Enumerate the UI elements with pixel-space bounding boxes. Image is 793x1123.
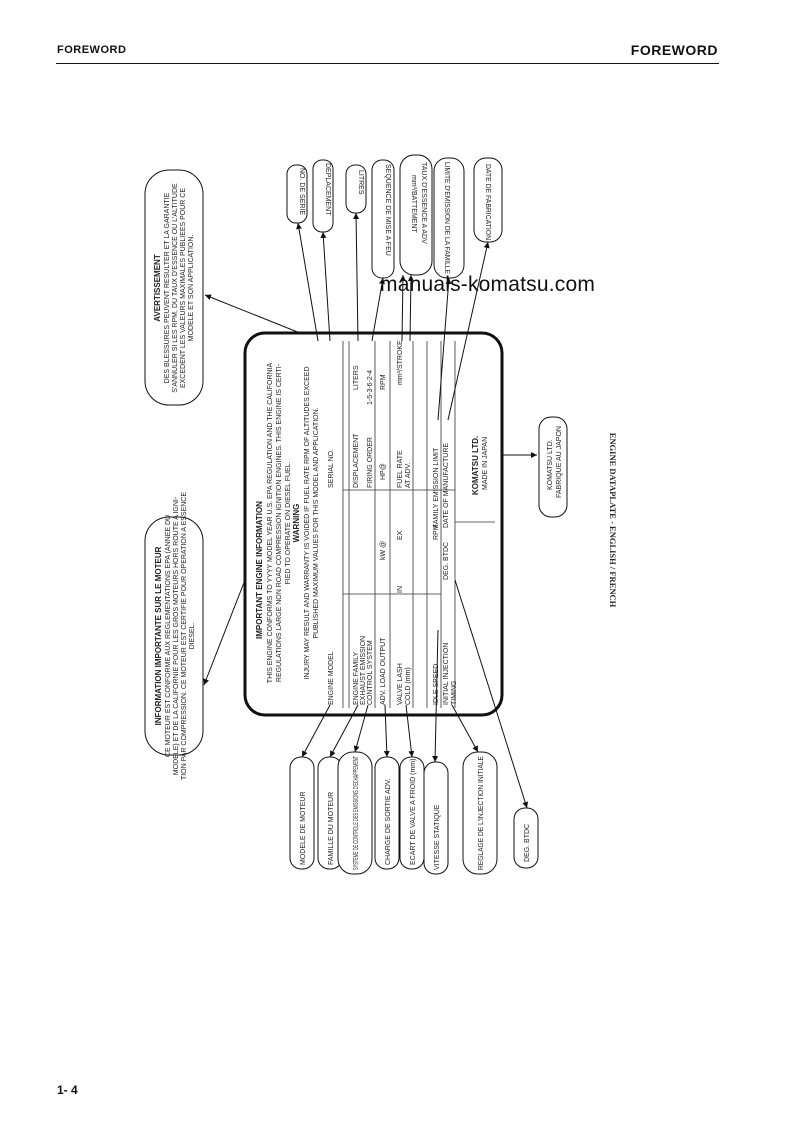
row-hp: HP@: [380, 463, 387, 480]
plate-line-1: THIS ENGINE CONFORMS TO YYYY MODEL YEAR …: [267, 362, 274, 683]
callout-displacement: DEPLACEMENT: [324, 163, 331, 216]
row-adv-load: ADV. LOAD OUTPUT: [380, 637, 387, 705]
callout-right-line-1: KOMATSU LTD.: [547, 439, 554, 490]
info-title: INFORMATION IMPORTANTE SUR LE MOTEUR: [154, 546, 163, 725]
row-mm-stroke: mm³/STROKE: [397, 340, 404, 385]
figure-caption: ENGINE DATAPLATE - ENGLISH / FRENCH: [608, 433, 618, 608]
row-made-in: MADE IN JAPAN: [482, 437, 489, 490]
callout-deg-btdc: DEG. BTDC: [524, 824, 531, 862]
info-line-4: DIESEL.: [189, 623, 196, 650]
row-in: IN: [397, 586, 404, 593]
row-ex: EX: [397, 530, 404, 540]
callout-exhaust-system: SYSTEME DE CONTROLE DES EMISSIONS D'ECHA…: [353, 756, 360, 870]
row-control-system: CONTROL SYSTEM: [367, 640, 374, 705]
callout-idle-speed: VITESSE STATIQUE: [434, 804, 441, 870]
plate-line-2: REGULATIONS LARGE NON ROAD COMPRESSION I…: [276, 363, 283, 682]
avert-line-3: EXCEDENT LES VALEURS MAXIMALES PUBLIEES …: [180, 188, 187, 388]
info-line-1: CE MOTEUR EST CONFORME AUX REGLEMENTATIO…: [165, 515, 172, 757]
header-left-title: FOREWORD: [57, 44, 127, 56]
callout-litres: LITRES: [357, 170, 364, 195]
plate-warning-1: INJURY MAY RESULT AND WARRANTY IS VOIDED…: [304, 367, 311, 680]
row-engine-model: ENGINE MODEL: [328, 651, 335, 705]
info-line-3: TION PAR COMPRESSION. CE MOTEUR EST CERT…: [181, 492, 188, 780]
row-initial-injection: INITIAL INJECTION: [443, 643, 450, 705]
callout-right-box: KOMATSU LTD. FABRIQUE AU JAPON: [538, 416, 568, 518]
callout-info-box: INFORMATION IMPORTANTE SUR LE MOTEUR CE …: [144, 492, 204, 780]
callout-engine-family: FAMILLE DU MOTEUR: [328, 792, 335, 865]
callout-firing-sequence: SEQUENCE DE MISE A FEU: [384, 164, 391, 256]
row-exhaust-emission: EXHAUST EMISSION: [360, 636, 367, 705]
engine-dataplate: IMPORTANT ENGINE INFORMATION THIS ENGINE…: [243, 331, 504, 717]
plate-warning-2: PUBLISHED MAXIMUM VALUES FOR THIS MODEL …: [313, 407, 320, 638]
row-kw: kW @: [380, 541, 387, 560]
callout-fuel-rate: TAUX D'ESSENCE A ADV: [420, 162, 427, 244]
row-firing-value: 1-5-3-6-2-4: [367, 370, 374, 405]
plate-warning-title: WARNING: [292, 504, 301, 543]
header-rule: [56, 63, 719, 64]
plate-line-3: FIED TO OPERATE ON DIESEL FUEL.: [285, 461, 292, 584]
row-timing: TIMING: [451, 681, 458, 706]
row-engine-family: ENGINE FAMILY: [353, 652, 360, 705]
callouts-bottom: MODELE DE MOTEUR FAMILLE DU MOTEUR SYSTE…: [289, 751, 539, 875]
row-rpm-2: RPM: [433, 524, 440, 540]
callout-date-manufacture: DATE DE FABRICATION: [484, 164, 491, 240]
page-number: 1- 4: [57, 1083, 78, 1097]
row-firing-order: FIRING ORDER: [367, 437, 374, 488]
row-company: KOMATSU LTD.: [471, 436, 480, 495]
header-right-title: FOREWORD: [630, 42, 718, 58]
callout-valve-lash: ECART DE VALVE A FROID (mm): [410, 759, 417, 865]
callout-mm-stroke: mm³/BATTEMENT: [410, 175, 417, 234]
row-displacement: DISPLACEMENT: [353, 433, 360, 488]
row-rpm: RPM: [380, 374, 387, 390]
callout-adv-load: CHARGE DE SORTIE ADV.: [385, 778, 392, 865]
callout-family-limit: LIMITE D'EMISSION DE LA FAMILLE: [443, 162, 450, 274]
avert-line-1: DES BLESSURES PEUVENT RESULTER ET LA GAR…: [164, 192, 171, 383]
info-line-2: MODELE) ET DE LA CALIFORNIE POUR LES GRO…: [173, 496, 180, 775]
callout-engine-model: MODELE DE MOTEUR: [300, 791, 307, 865]
row-valve-lash: VALVE LASH: [397, 663, 404, 705]
avert-title: AVERTISSEMENT: [153, 254, 162, 322]
row-at-adv: AT ADV.: [405, 462, 412, 488]
row-serial-no: SERIAL NO.: [328, 449, 335, 488]
plate-title: IMPORTANT ENGINE INFORMATION: [255, 501, 264, 639]
row-cold-mm: COLD (mm): [405, 667, 412, 705]
callout-serial-no: NO. DE SERIE: [298, 168, 305, 215]
callout-right-line-2: FABRIQUE AU JAPON: [556, 426, 563, 498]
callout-injection-timing: REGLAGE DE L'INJECTION INITIALE: [478, 756, 485, 870]
avert-line-4: MODELE ET SON APPLICATION.: [188, 235, 195, 342]
watermark-text: manuals-komatsu.com: [380, 273, 596, 296]
row-displacement-unit: LITERS: [353, 365, 360, 390]
callouts-top: NO. DE SERIE DEPLACEMENT LITRES SEQUENCE…: [286, 154, 503, 279]
callout-warning-box: AVERTISSEMENT DES BLESSURES PEUVENT RESU…: [144, 169, 204, 406]
row-deg-btdc: DEG. BTDC: [443, 542, 450, 580]
row-date-manufacture: DATE OF MANUFACTURE: [443, 443, 450, 528]
row-fuel-rate: FUEL RATE: [397, 450, 404, 488]
row-family-emission: FAMILY EMISSION LIMIT: [433, 447, 440, 528]
avert-line-2: S'ANNULER SI LES RPM, DU TAUX D'ESSENCE …: [172, 183, 179, 393]
